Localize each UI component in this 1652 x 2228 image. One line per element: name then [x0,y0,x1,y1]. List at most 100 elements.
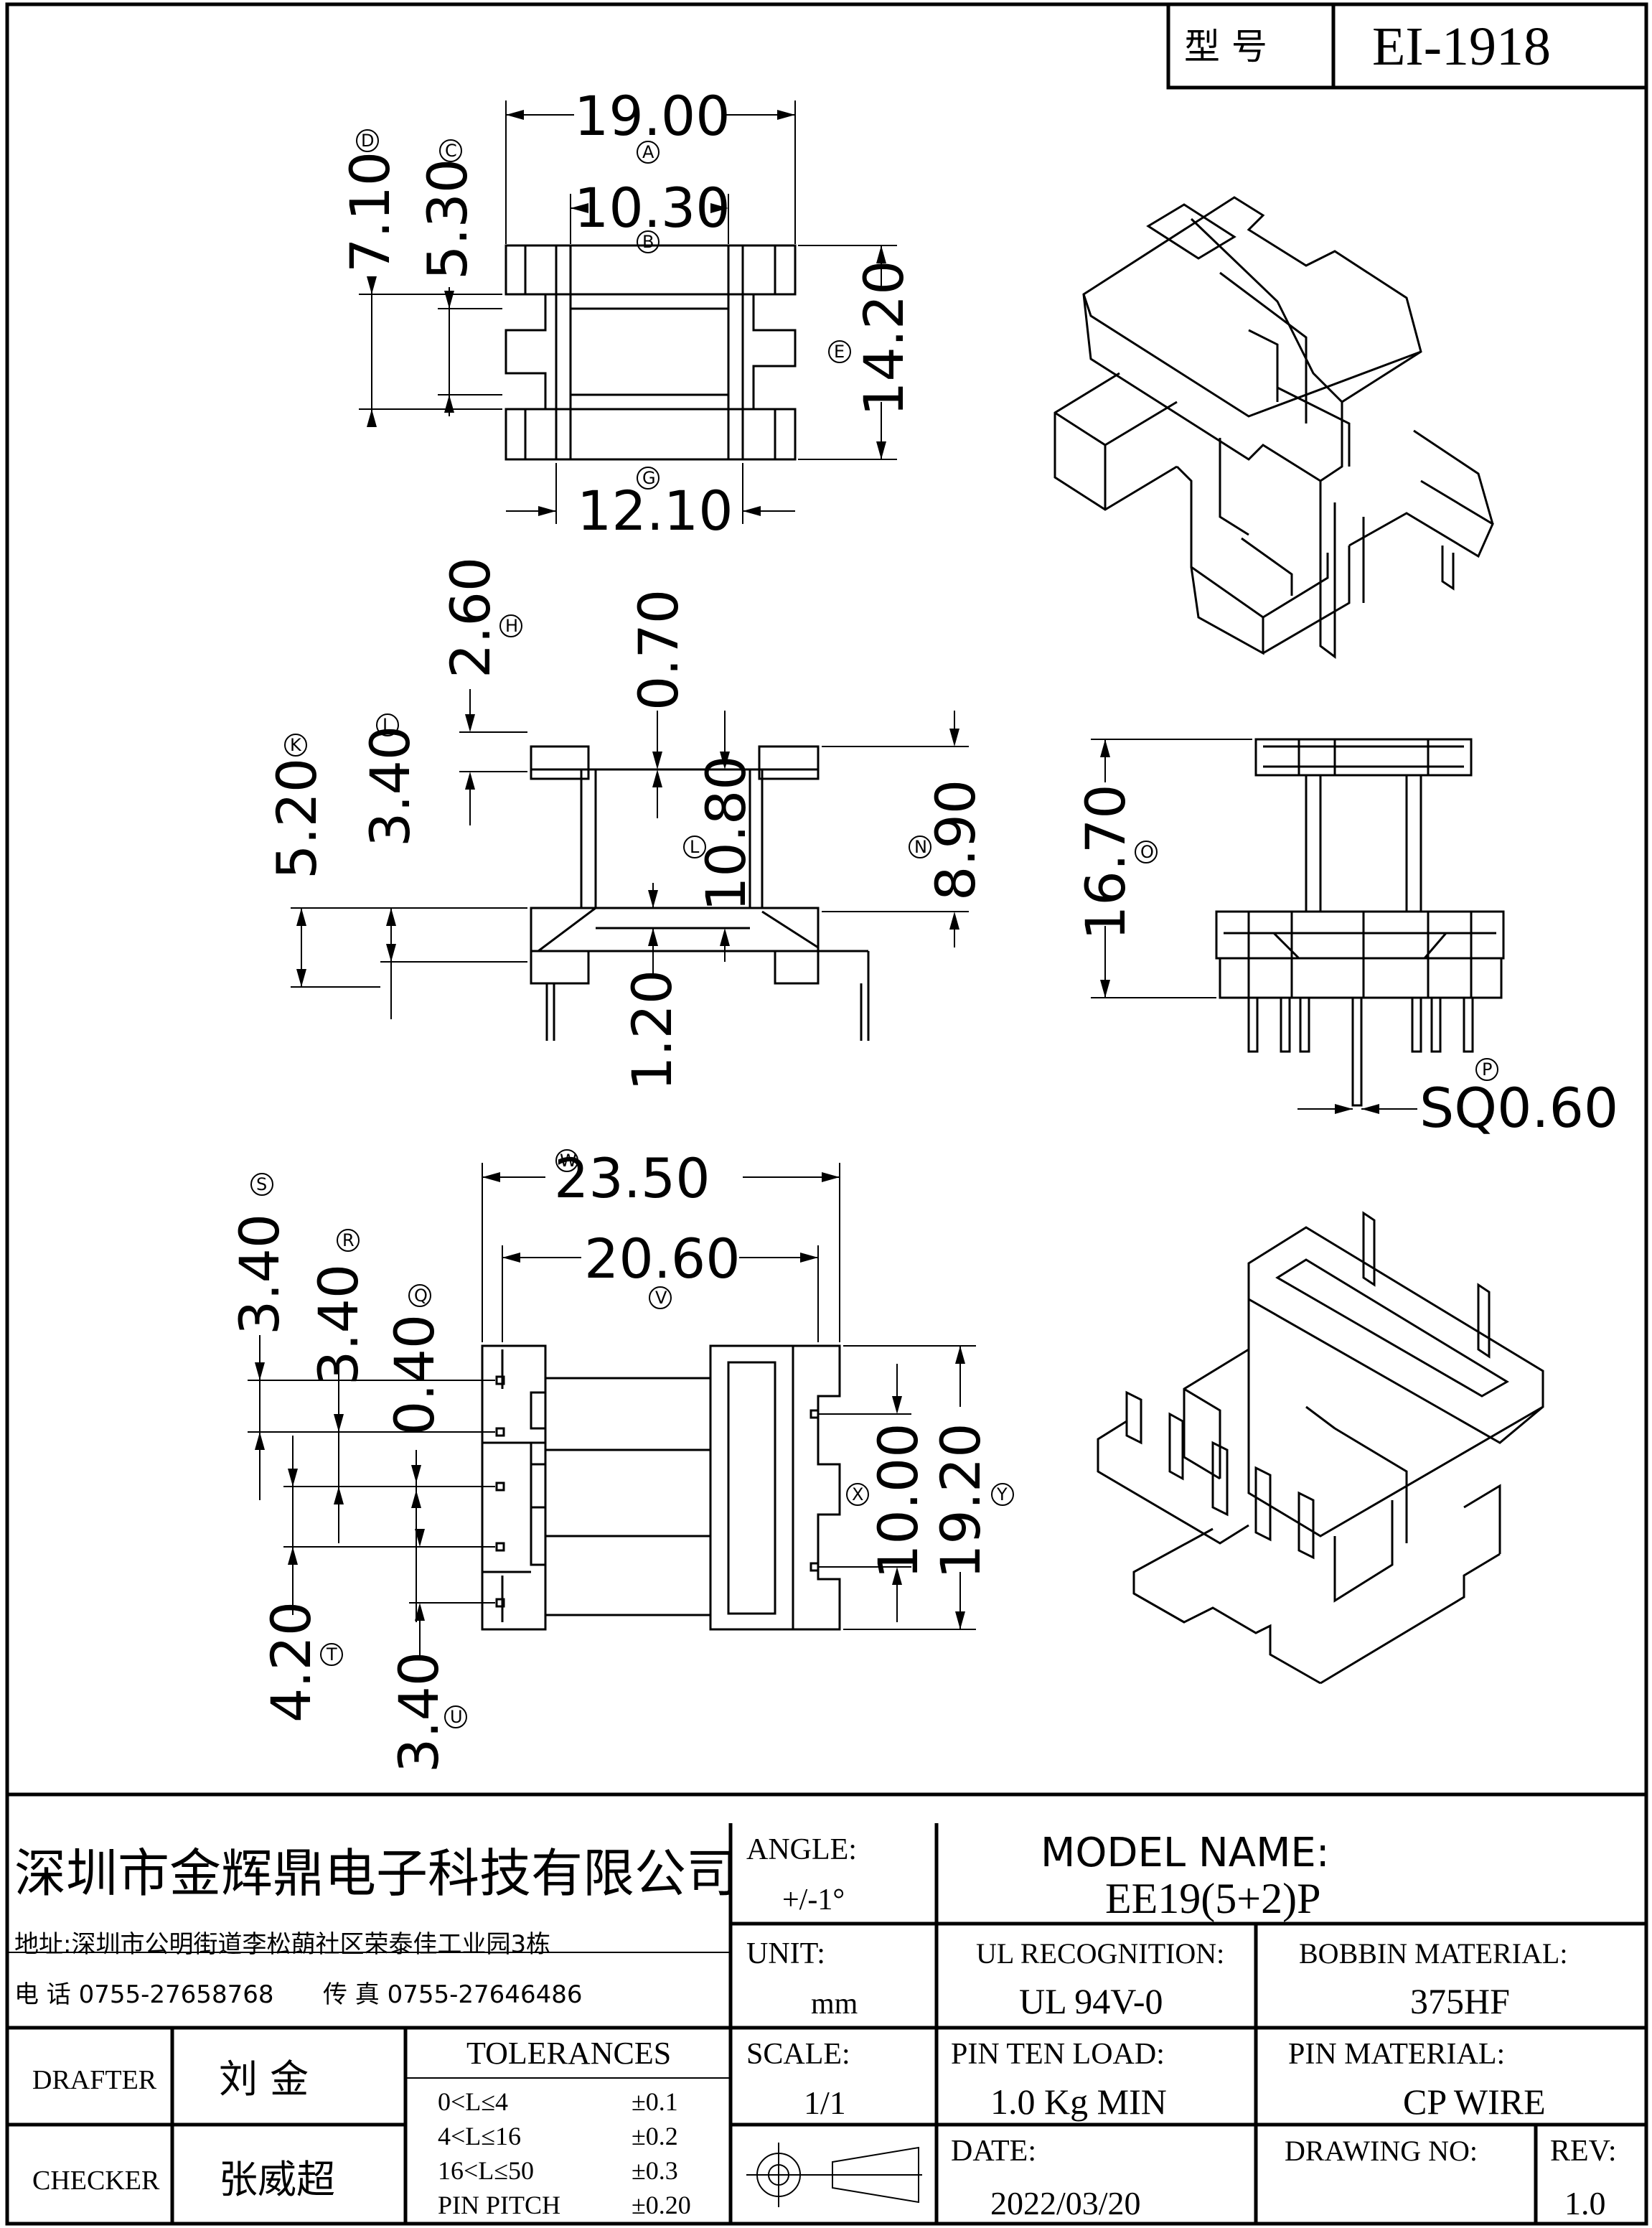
tolerance-value-3: ±0.3 [632,2156,678,2185]
dim-j-3-40: 3.40 [358,726,422,847]
dim-l-10-80: 10.80 [694,755,758,912]
company-phone: 电 话 0755-27658768 [14,1980,273,2009]
model-name-value: EE19(5+2)P [1105,1875,1320,1922]
svg-text:K: K [290,735,302,755]
company-address: 地址:深圳市公明街道李松蓢社区荣泰佳工业园3栋 [14,1930,550,1959]
dim-s-3-40: 3.40 [227,1214,291,1335]
top-view: 19.00 10.30 12.10 14.20 7.10 5.30 A [338,84,916,543]
dim-u-3-40: 3.40 [387,1652,451,1773]
marker-s: S [250,1173,273,1196]
marker-a: A [637,141,660,164]
drawing-number-label: DRAWING NO: [1285,2135,1478,2167]
tolerance-value-4: ±0.20 [632,2191,691,2219]
marker-d: D [356,129,379,152]
front-view: 16.70 SQ0.60 O P [1074,738,1618,1140]
projection-symbol [746,2143,922,2207]
side-view: 0.70 10.80 1.20 8.90 2.60 3.40 [265,557,987,1091]
checker-label: CHECKER [32,2166,160,2196]
svg-text:E: E [834,342,845,362]
marker-g: G [637,467,660,490]
unit-label: UNIT: [746,1937,825,1970]
header-model-number: EI-1918 [1372,17,1551,77]
marker-j: J [376,713,399,736]
dim-p-sq0-60: SQ0.60 [1419,1076,1618,1140]
dim-n-8-90: 8.90 [924,780,987,901]
bottom-view: 23.50 20.60 10.00 19.20 3.40 3 [227,1146,1014,1773]
company-fax: 传 真 0755-27646486 [323,1980,582,2009]
dim-h-2-60: 2.60 [438,557,502,678]
svg-text:C: C [445,141,457,161]
dim-g-12-10: 12.10 [577,479,733,543]
ul-recognition-label: UL RECOGNITION: [976,1937,1224,1970]
dim-y-19-20: 19.20 [929,1423,992,1579]
svg-text:X: X [852,1484,863,1504]
marker-v: V [649,1286,672,1309]
header-type-label: 型 号 [1184,26,1267,67]
svg-text:P: P [1482,1059,1492,1080]
title-block: 深圳市金辉鼎电子科技有限公司 地址:深圳市公明街道李松蓢社区荣泰佳工业园3栋 电… [7,1792,1646,2224]
tolerance-range-4: PIN PITCH [438,2191,560,2219]
dim-b-10-30: 10.30 [574,176,731,240]
marker-c: C [439,139,462,162]
dim-k-5-20: 5.20 [265,758,329,879]
scale-value: 1/1 [804,2084,846,2121]
svg-text:G: G [642,468,656,488]
marker-q: Q [408,1284,431,1307]
dim-o-16-70: 16.70 [1074,784,1137,940]
date-label: DATE: [951,2135,1036,2168]
tolerance-range-2: 4<L≤16 [438,2122,521,2150]
svg-text:S: S [256,1174,267,1194]
marker-y: Y [991,1483,1014,1506]
dim-t-4-20: 4.20 [259,1601,323,1723]
marker-e: E [828,340,851,363]
dim-x-10-00: 10.00 [866,1423,930,1579]
marker-o: O [1135,841,1158,863]
dim-d-7-10: 7.10 [338,151,402,273]
pin-load-label: PIN TEN LOAD: [951,2038,1165,2071]
dim-r-3-40: 3.40 [306,1264,370,1385]
angle-label: ANGLE: [746,1833,857,1866]
tolerance-value-1: ±0.1 [632,2087,678,2116]
marker-u: U [444,1705,467,1728]
isometric-view-bottom [1097,1211,1544,1685]
marker-l: L [683,836,706,858]
svg-text:V: V [655,1288,667,1308]
date-value: 2022/03/20 [990,2185,1141,2222]
marker-b: B [637,230,660,253]
model-name-label: MODEL NAME: [1041,1830,1330,1876]
rev-value: 1.0 [1564,2185,1606,2222]
sheet-border [5,2,1648,2226]
svg-text:T: T [326,1644,337,1665]
dim-v-20-60: 20.60 [584,1227,741,1291]
pin-material-label: PIN MATERIAL: [1288,2038,1505,2071]
svg-text:H: H [505,616,518,636]
checker-name: 张威超 [219,2157,335,2202]
marker-p: P [1475,1058,1498,1081]
dim-q-0-40: 0.40 [383,1314,446,1436]
marker-w: W [555,1149,578,1172]
unit-value: mm [811,1988,858,2021]
tolerance-range-3: 16<L≤50 [438,2156,534,2185]
svg-text:L: L [690,837,700,857]
marker-t: T [320,1643,343,1666]
drafter-label: DRAFTER [32,2065,157,2095]
svg-text:R: R [342,1230,355,1250]
svg-text:B: B [642,232,654,252]
bobbin-material-label: BOBBIN MATERIAL: [1299,1937,1567,1970]
bobbin-material-value: 375HF [1410,1981,1510,2021]
svg-text:U: U [450,1707,463,1727]
dim-1-20: 1.20 [620,970,684,1091]
scale-label: SCALE: [746,2038,850,2071]
company-name: 深圳市金辉鼎电子科技有限公司 [14,1843,738,1904]
dim-0-70: 0.70 [626,589,690,711]
ul-recognition-value: UL 94V-0 [1019,1981,1163,2021]
pin-load-value: 1.0 Kg MIN [990,2082,1167,2122]
tolerance-value-2: ±0.2 [632,2122,678,2150]
tolerance-range-1: 0<L≤4 [438,2087,508,2116]
drafter-name: 刘 金 [219,2056,309,2102]
svg-text:J: J [381,715,388,735]
pin-material-value: CP WIRE [1403,2082,1546,2122]
tolerances-label: TOLERANCES [466,2036,671,2071]
rev-label: REV: [1550,2135,1617,2168]
